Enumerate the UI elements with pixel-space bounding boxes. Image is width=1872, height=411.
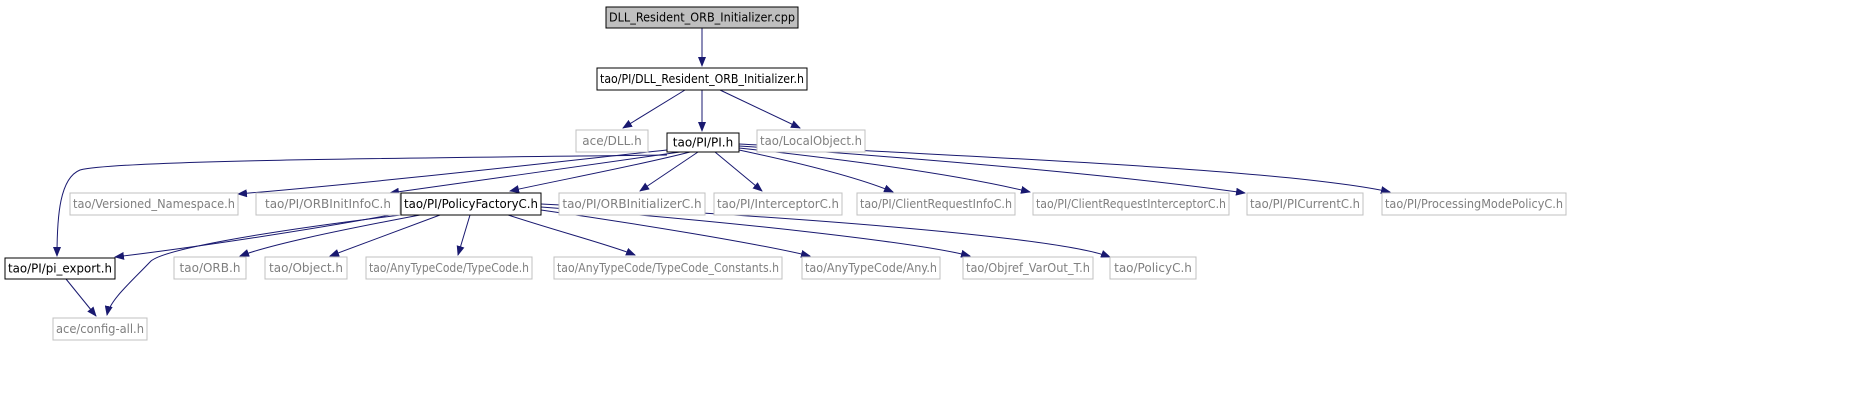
node-n2[interactable]: ace/DLL.h (575, 129, 649, 153)
node-n1[interactable]: tao/PI/DLL_Resident_ORB_Initializer.h (596, 67, 808, 91)
node-label: ace/config-all.h (56, 322, 144, 336)
node-box (856, 192, 1016, 216)
node-n20[interactable]: tao/Objref_VarOut_T.h (962, 256, 1094, 280)
node-label: tao/AnyTypeCode/Any.h (805, 261, 937, 275)
node-box (255, 192, 401, 216)
node-box (173, 256, 247, 280)
edge-n1-to-n2 (622, 89, 686, 129)
node-label: ace/DLL.h (582, 134, 641, 148)
node-box (756, 129, 866, 153)
edge-n7-to-n19 (540, 209, 811, 258)
node-n16[interactable]: tao/Object.h (264, 256, 348, 280)
node-box (264, 256, 348, 280)
node-n11[interactable]: tao/PI/ClientRequestInterceptorC.h (1032, 192, 1230, 216)
node-label: tao/PI/PI.h (673, 136, 733, 150)
node-n17[interactable]: tao/AnyTypeCode/TypeCode.h (365, 256, 533, 280)
node-box (575, 129, 649, 153)
node-label: tao/PI/pi_export.h (8, 262, 112, 276)
node-n21[interactable]: tao/PolicyC.h (1109, 256, 1197, 280)
node-label: tao/LocalObject.h (760, 134, 862, 148)
node-box (553, 256, 783, 280)
node-label: tao/Versioned_Namespace.h (73, 197, 235, 211)
node-box (1381, 192, 1567, 216)
node-label: tao/PI/ClientRequestInfoC.h (860, 197, 1012, 211)
node-box (400, 192, 542, 216)
node-n12[interactable]: tao/PI/PICurrentC.h (1246, 192, 1364, 216)
node-n14[interactable]: tao/PI/pi_export.h (4, 257, 116, 280)
edge-n7-to-n16 (329, 214, 441, 257)
node-label: tao/PI/ClientRequestInterceptorC.h (1036, 197, 1226, 211)
node-n3[interactable]: tao/PI/PI.h (666, 132, 740, 153)
edge-n3-to-n14 (53, 154, 668, 257)
node-n19[interactable]: tao/AnyTypeCode/Any.h (801, 256, 941, 280)
node-label: tao/PI/ProcessingModePolicyC.h (1385, 197, 1563, 211)
edge-n14-to-n22 (65, 278, 97, 317)
node-label: tao/PI/PICurrentC.h (1250, 197, 1360, 211)
node-n9[interactable]: tao/PI/InterceptorC.h (713, 192, 843, 216)
node-label: DLL_Resident_ORB_Initializer.cpp (609, 11, 795, 25)
node-box (605, 6, 799, 29)
node-label: tao/Object.h (269, 261, 343, 275)
node-label: tao/PolicyC.h (1114, 261, 1192, 275)
node-box (4, 257, 116, 280)
edge-n3-to-n5 (237, 149, 668, 198)
node-n18[interactable]: tao/AnyTypeCode/TypeCode_Constants.h (553, 256, 783, 280)
node-label: tao/AnyTypeCode/TypeCode.h (369, 261, 529, 275)
edge-n3-to-n8 (639, 151, 699, 192)
edge-n1-to-n4 (719, 89, 801, 129)
edge-n3-to-n6 (389, 151, 681, 196)
edge-n7-to-n15 (239, 214, 421, 257)
node-box (713, 192, 843, 216)
node-n0[interactable]: DLL_Resident_ORB_Initializer.cpp (605, 6, 799, 29)
node-n5[interactable]: tao/Versioned_Namespace.h (69, 192, 239, 216)
node-n13[interactable]: tao/PI/ProcessingModePolicyC.h (1381, 192, 1567, 216)
node-label: tao/AnyTypeCode/TypeCode_Constants.h (557, 261, 779, 275)
node-label: tao/ORB.h (180, 261, 241, 275)
node-box (52, 317, 148, 341)
node-box (666, 132, 740, 153)
node-label: tao/Objref_VarOut_T.h (966, 261, 1090, 275)
node-n4[interactable]: tao/LocalObject.h (756, 129, 866, 153)
edge-n3-to-n7 (509, 151, 691, 193)
node-box (1246, 192, 1364, 216)
node-label: tao/PI/DLL_Resident_ORB_Initializer.h (600, 72, 804, 86)
node-n7[interactable]: tao/PI/PolicyFactoryC.h (400, 192, 542, 216)
edge-n3-to-n10 (738, 149, 894, 193)
edge-n3-to-n9 (714, 151, 763, 192)
edge-n3-to-n12 (738, 145, 1246, 196)
node-box (596, 67, 808, 91)
node-box (1032, 192, 1230, 216)
edge-n7-to-n18 (507, 214, 636, 256)
node-label: tao/PI/ORBInitializerC.h (562, 197, 701, 211)
node-n6[interactable]: tao/PI/ORBInitInfoC.h (255, 192, 401, 216)
node-box (558, 192, 706, 216)
node-n22[interactable]: ace/config-all.h (52, 317, 148, 341)
node-box (69, 192, 239, 216)
node-n10[interactable]: tao/PI/ClientRequestInfoC.h (856, 192, 1016, 216)
node-box (962, 256, 1094, 280)
node-label: tao/PI/InterceptorC.h (717, 197, 839, 211)
node-box (365, 256, 533, 280)
node-n15[interactable]: tao/ORB.h (173, 256, 247, 280)
edges-layer (53, 28, 1391, 317)
edge-n7-to-n22 (104, 214, 402, 316)
node-label: tao/PI/ORBInitInfoC.h (265, 197, 391, 211)
node-n8[interactable]: tao/PI/ORBInitializerC.h (558, 192, 706, 216)
node-box (801, 256, 941, 280)
edge-n7-to-n17 (456, 214, 471, 256)
node-box (1109, 256, 1197, 280)
edge-n3-to-n11 (738, 147, 1031, 194)
node-label: tao/PI/PolicyFactoryC.h (404, 197, 538, 211)
nodes-layer: DLL_Resident_ORB_Initializer.cpp tao/PI/D… (4, 6, 1567, 341)
